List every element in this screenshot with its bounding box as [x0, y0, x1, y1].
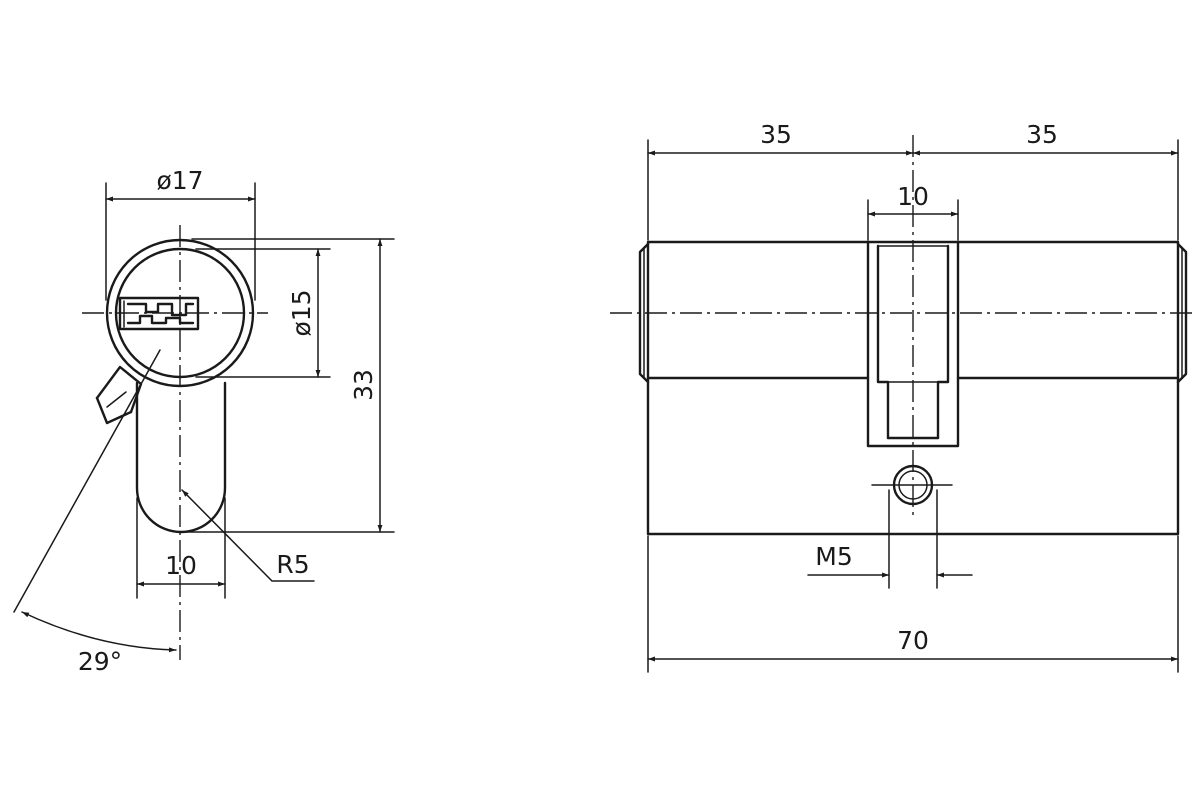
angle-arc — [21, 611, 177, 653]
angle-line — [13, 349, 161, 613]
dim-label-thread: M5 — [815, 542, 852, 571]
dim-label-radius: R5 — [276, 550, 309, 579]
dim-label-width-10: 10 — [165, 551, 197, 580]
front-view: 35 35 10 M5 70 — [610, 120, 1196, 673]
radius-leader — [181, 489, 315, 582]
cam-slot — [866, 240, 960, 448]
dim-label-diameter-15: ø15 — [287, 289, 316, 336]
dim-label-left-35: 35 — [760, 120, 792, 149]
dim-label-height-33: 33 — [349, 369, 378, 401]
dim-label-angle: 29° — [78, 647, 122, 676]
dim-label-diameter-17: ø17 — [156, 166, 203, 195]
dim-label-cam-10: 10 — [897, 182, 929, 211]
side-view: ø17 ø15 33 10 R5 29° — [13, 166, 395, 676]
dim-label-total-70: 70 — [897, 626, 929, 655]
dim-label-right-35: 35 — [1026, 120, 1058, 149]
profile-lower-body — [135, 381, 227, 534]
